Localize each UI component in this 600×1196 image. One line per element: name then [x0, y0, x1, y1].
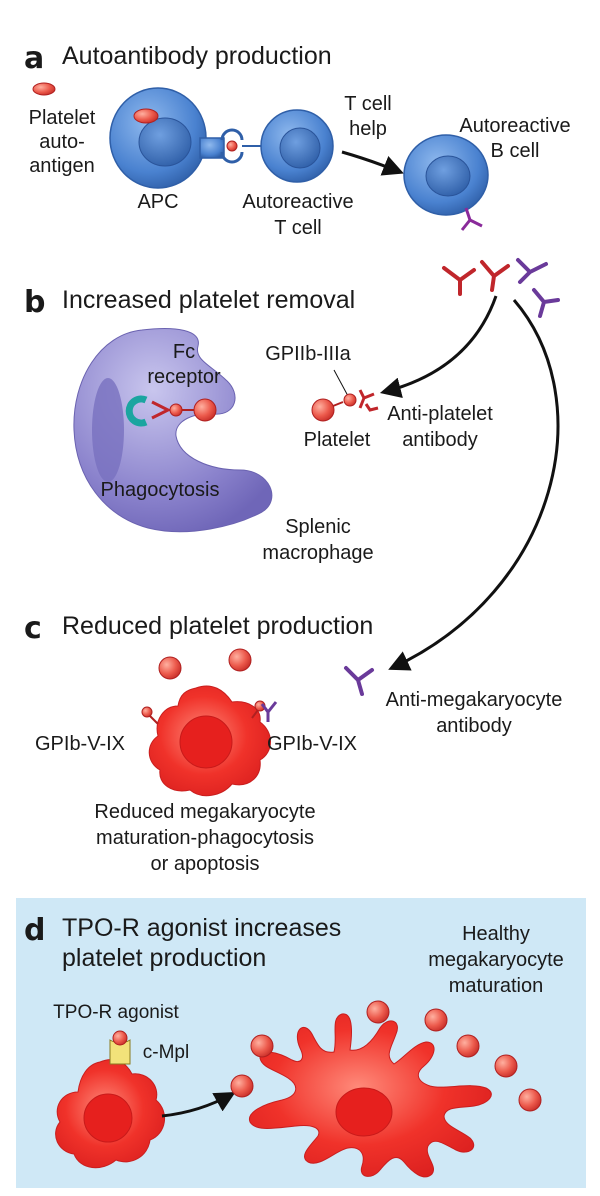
gpib-left-label: GPIb-V-IX: [35, 733, 125, 755]
maturation-arrow: [161, 1091, 236, 1118]
panel-d-title-2: platelet production: [62, 944, 266, 972]
anti-megakaryocyte-antibody-label-2: antibody: [436, 715, 512, 737]
panel-c-title: Reduced platelet production: [62, 612, 373, 640]
platelet-with-antibody-icon: [311, 389, 379, 422]
splenic-macrophage-label-2: macrophage: [262, 542, 373, 564]
fc-receptor-label-2: receptor: [147, 366, 221, 388]
t-cell-label-2: T cell: [274, 217, 321, 239]
t-cell-help-label-1: T cell: [344, 93, 391, 115]
panel-b-title: Increased platelet removal: [62, 286, 355, 314]
platelet-label: Platelet: [304, 429, 371, 451]
panel-c-letter: c: [24, 611, 42, 646]
small-megakaryocyte-with-receptor: [55, 1030, 165, 1169]
panel-d-title-1: TPO-R agonist increases: [62, 914, 341, 942]
gpiib-iiia-pointer: [333, 369, 349, 397]
gpib-right-label: GPIb-V-IX: [267, 733, 357, 755]
panel-b-letter: b: [24, 285, 45, 320]
tpo-r-agonist-label: TPO-R agonist: [53, 1002, 179, 1023]
t-cell-help-label-2: help: [349, 118, 387, 140]
fc-receptor-label-1: Fc: [173, 341, 195, 363]
splenic-macrophage-label-1: Splenic: [285, 516, 351, 538]
anti-megakaryocyte-antibody-icon: [344, 666, 374, 696]
arrow-to-megakaryocyte: [388, 299, 560, 671]
t-cell: [260, 109, 334, 183]
anti-platelet-antibody-label-2: antibody: [402, 429, 478, 451]
apc-cell: [109, 87, 225, 189]
panel-a-title: Autoantibody production: [62, 42, 332, 70]
reduced-text-2: maturation-phagocytosis: [96, 827, 314, 849]
phagocytosis-label: Phagocytosis: [101, 479, 220, 501]
healthy-megakaryocyte: [248, 1013, 492, 1178]
anti-megakaryocyte-antibody-label-1: Anti-megakaryocyte: [386, 689, 563, 711]
megakaryocyte-cell: [141, 648, 278, 797]
antibody-cluster: [442, 258, 560, 318]
b-cell-label-1: Autoreactive: [459, 115, 570, 137]
t-cell-help-arrow: [341, 150, 404, 176]
t-cell-label-1: Autoreactive: [242, 191, 353, 213]
arrow-to-platelet: [379, 295, 498, 399]
released-platelets: [230, 1000, 542, 1112]
platelet-autoantigen-label-2: auto-: [39, 131, 85, 153]
apc-label: APC: [137, 191, 178, 213]
c-mpl-label: c-Mpl: [143, 1042, 189, 1063]
healthy-label-1: Healthy: [462, 923, 530, 945]
anti-platelet-antibody-label-1: Anti-platelet: [387, 403, 493, 425]
platelet-autoantigen-label-1: Platelet: [29, 107, 96, 129]
platelet-autoantigen-icon: [32, 82, 56, 96]
healthy-label-3: maturation: [449, 975, 544, 997]
platelet-autoantigen-label-3: antigen: [29, 155, 95, 177]
splenic-macrophage: [73, 328, 273, 533]
antigen-presentation-icon: [220, 128, 262, 164]
b-cell: [403, 134, 489, 231]
panel-a-letter: a: [24, 41, 44, 76]
healthy-label-2: megakaryocyte: [428, 949, 564, 971]
reduced-text-1: Reduced megakaryocyte: [94, 801, 315, 823]
panel-d-letter: d: [24, 913, 45, 948]
reduced-text-3: or apoptosis: [151, 853, 260, 875]
fc-receptor-complex-icon: [125, 395, 217, 427]
b-cell-label-2: B cell: [491, 140, 540, 162]
gpiib-iiia-label: GPIIb-IIIa: [265, 343, 351, 365]
